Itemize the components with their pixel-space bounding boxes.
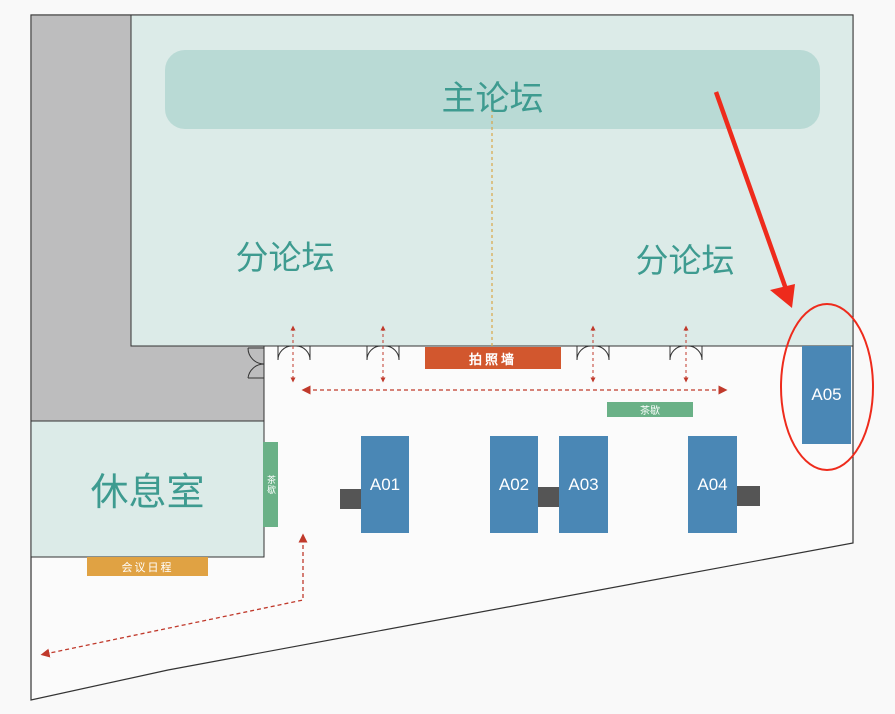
booth-a04[interactable]: A04	[688, 436, 737, 533]
main-forum-label: 主论坛	[441, 78, 544, 119]
tea-break-sign: 茶歇	[607, 402, 693, 417]
lounge-tea-break-label: 茶歇	[265, 474, 275, 495]
lounge-tea-break-sign: 茶歇	[263, 442, 278, 527]
highlight-arrowhead	[770, 284, 795, 308]
sub-forum-left-label: 分论坛	[235, 238, 335, 277]
counter-a02-a03	[538, 487, 559, 507]
door-icons	[247, 345, 703, 379]
photo-wall-sign: 拍照墙	[425, 347, 561, 369]
booth-a05[interactable]: A05	[802, 346, 851, 444]
sub-forum-right-label: 分论坛	[635, 241, 735, 280]
highlight-ellipse	[780, 303, 874, 471]
lounge-label: 休息室	[90, 469, 205, 514]
door-flow-arrows	[290, 325, 689, 383]
booth-a02[interactable]: A02	[490, 436, 538, 533]
main-stage	[165, 50, 820, 129]
counter-a01	[340, 489, 361, 509]
booth-a03[interactable]: A03	[559, 436, 608, 533]
agenda-sign: 会议日程	[87, 557, 208, 576]
counter-a04	[737, 486, 760, 506]
highlight-arrow	[713, 91, 790, 293]
booth-a01[interactable]: A01	[361, 436, 409, 533]
